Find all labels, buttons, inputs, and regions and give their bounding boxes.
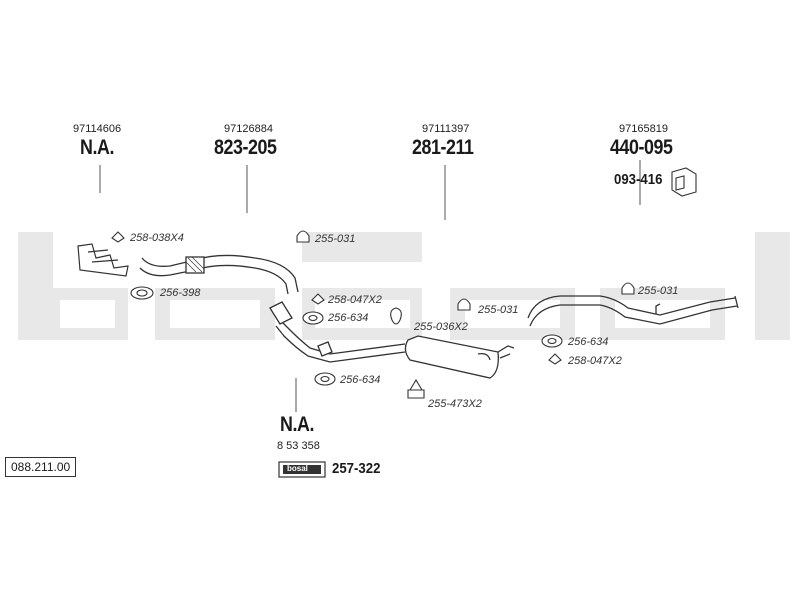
group-ref-4: 97165819: [619, 123, 668, 135]
front-manifold: [77, 243, 129, 277]
part-label: 255-031: [315, 233, 356, 245]
bottom-group-ref: 8 53 358: [277, 440, 320, 452]
clamp-icon: [457, 298, 471, 311]
center-pipe: [269, 301, 406, 363]
nut-icon: [111, 231, 125, 243]
part-label: 258-047X2: [328, 294, 382, 306]
rubber-hanger-icon: [390, 307, 402, 325]
group-part-no-2: 823-205: [214, 136, 277, 159]
part-label: 255-031: [638, 285, 679, 297]
group-ref-1: 97114606: [73, 123, 122, 135]
diagram-id-box: 088.211.00: [5, 457, 77, 477]
group-sub-part-no-4: 093-416: [614, 171, 663, 188]
silencer: [404, 335, 515, 379]
part-label: 255-036X2: [414, 321, 468, 333]
part-label: 256-634: [328, 312, 369, 324]
part-label: 255-473X2: [428, 398, 482, 410]
part-label: 258-038X4: [130, 232, 184, 244]
rear-pipe: [527, 295, 739, 327]
nut-icon: [548, 353, 562, 365]
group-ref-2: 97126884: [224, 123, 273, 135]
group-ref-3: 97111397: [422, 123, 470, 135]
group-part-no-4: 440-095: [610, 136, 673, 159]
mount-icon: [407, 378, 425, 399]
part-label: 256-398: [160, 287, 201, 299]
clamp-icon: [621, 282, 635, 295]
leader-lines: [99, 160, 641, 412]
group-part-no-3: 281-211: [412, 136, 474, 159]
clamp-icon: [296, 230, 310, 243]
part-label: 255-031: [478, 304, 519, 316]
kit-logo-box: [278, 461, 326, 478]
nut-icon: [311, 293, 325, 305]
part-label: 256-634: [340, 374, 381, 386]
part-label: 258-047X2: [568, 355, 622, 367]
group-part-no-1: N.A.: [80, 136, 114, 159]
hardware-icons: [111, 167, 697, 399]
kit-logo-text: bosal: [287, 464, 308, 473]
part-label: 256-634: [568, 336, 609, 348]
kit-part-no: 257-322: [332, 460, 381, 477]
bottom-group-part-no: N.A.: [280, 413, 314, 436]
front-pipe: [139, 254, 299, 295]
